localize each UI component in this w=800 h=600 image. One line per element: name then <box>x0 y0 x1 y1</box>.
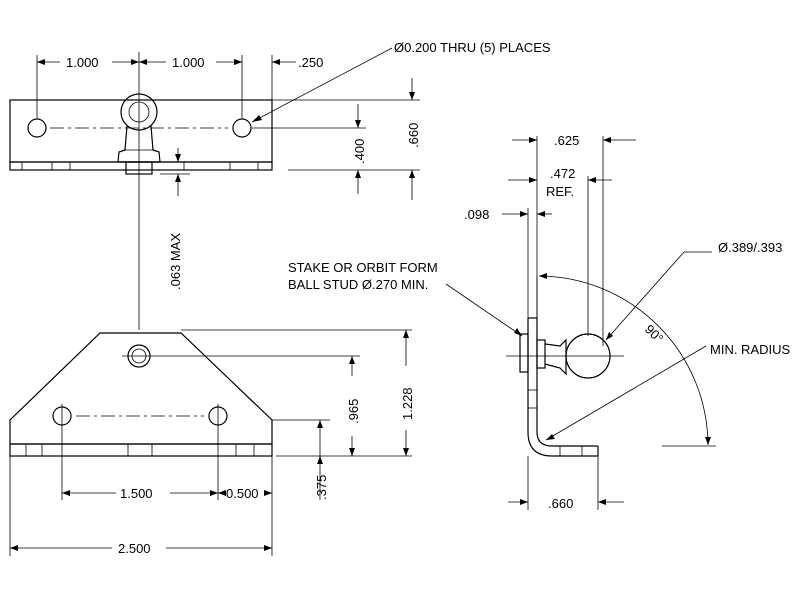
dim-400: .400 <box>352 139 367 164</box>
dim-098: .098 <box>464 207 489 222</box>
side-plate-outer <box>527 318 598 457</box>
dim-0500: 0.500 <box>226 486 259 501</box>
dim-1228: 1.228 <box>400 387 415 420</box>
dim-625: .625 <box>554 133 579 148</box>
stake-note-line2: BALL STUD Ø.270 MIN. <box>288 277 428 292</box>
dim-375: .375 <box>314 475 329 500</box>
front-plate-outline <box>9 332 273 444</box>
side-stake-head <box>519 333 529 373</box>
dim-top-250: .250 <box>298 55 323 70</box>
ball-diameter-note: Ø.389/.393 <box>718 240 782 255</box>
top-plate-flange <box>9 161 273 171</box>
top-hole-left <box>27 118 47 138</box>
top-view: 1.000 1.000 .250 Ø0.200 THRU (5) PLACES … <box>9 40 551 330</box>
top-hole-right <box>232 118 252 138</box>
side-stud-neck <box>544 338 567 376</box>
dim-2500: 2.500 <box>118 541 151 556</box>
hole-callout: Ø0.200 THRU (5) PLACES <box>394 40 551 55</box>
top-plate-outline <box>9 99 273 163</box>
dim-660-right: .660 <box>406 123 421 148</box>
dim-472: .472 <box>550 166 575 181</box>
dim-top-1000-a: 1.000 <box>66 55 99 70</box>
front-plate-flange <box>9 443 273 457</box>
front-view: 1.228 .965 .375 1.500 0.500 2.500 <box>9 329 415 556</box>
side-plate-inner <box>536 318 598 447</box>
dim-ref: REF. <box>546 184 574 199</box>
angle-arc <box>538 275 709 446</box>
dim-660-side: .660 <box>548 496 573 511</box>
angle-90: 90° <box>642 322 667 347</box>
dim-1500: 1.500 <box>120 486 153 501</box>
side-view: .625 .472 REF. .098 90° Ø.389/.393 STAKE… <box>288 133 791 511</box>
dim-top-1000-b: 1.000 <box>172 55 205 70</box>
dim-063-max: .063 MAX <box>168 233 183 290</box>
stake-note-line1: STAKE OR ORBIT FORM <box>288 260 438 275</box>
min-radius-note: MIN. RADIUS <box>710 342 791 357</box>
dim-965: .965 <box>346 399 361 424</box>
